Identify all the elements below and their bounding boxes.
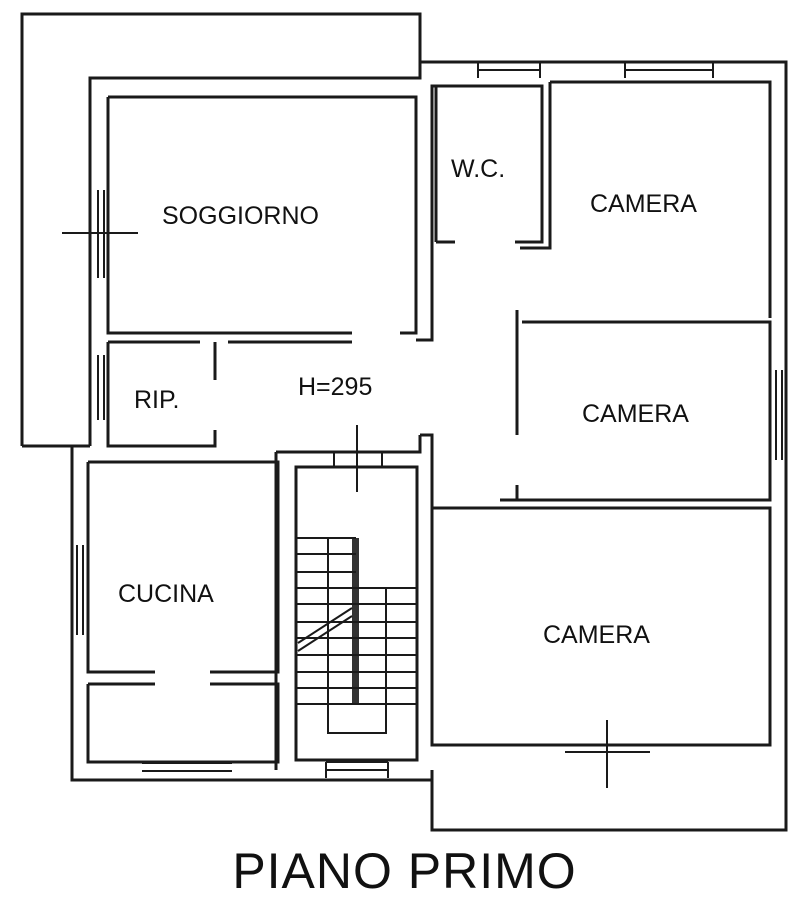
room-label-camera-3: CAMERA — [543, 621, 650, 649]
room-label-ripostiglio: RIP. — [134, 386, 180, 414]
ceiling-height-label: H=295 — [298, 373, 373, 401]
staircase — [296, 537, 417, 734]
room-label-cucina: CUCINA — [118, 580, 214, 608]
plan-title: PIANO PRIMO — [232, 843, 577, 899]
room-label-soggiorno: SOGGIORNO — [162, 202, 319, 230]
walls — [20, 12, 788, 832]
room-label-camera-1: CAMERA — [590, 190, 697, 218]
room-label-camera-2: CAMERA — [582, 400, 689, 428]
room-label-wc: W.C. — [451, 155, 506, 183]
